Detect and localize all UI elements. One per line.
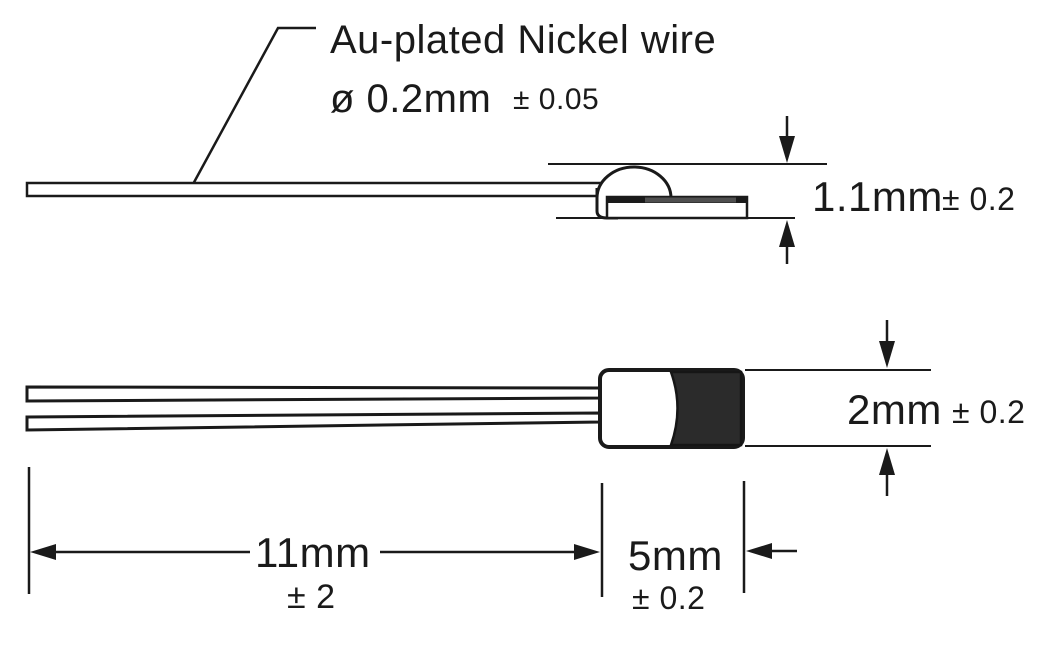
dim-body-length-tolerance: ± 0.2 bbox=[632, 580, 706, 616]
dim-arrow-right bbox=[574, 544, 600, 560]
dim-lead-length-value: 11mm bbox=[255, 529, 371, 576]
dim-arrow-down bbox=[779, 136, 795, 163]
plan-view bbox=[25, 320, 931, 496]
sensor-body-coating bbox=[669, 370, 743, 447]
dim-bead-height-tolerance: ± 0.2 bbox=[942, 181, 1016, 217]
glass-bead-dome bbox=[595, 165, 673, 199]
lead-wire-1 bbox=[25, 385, 602, 403]
callout-label-line1: Au-plated Nickel wire bbox=[330, 18, 717, 62]
dim-body-width-tolerance: ± 0.2 bbox=[952, 394, 1026, 430]
side-view bbox=[25, 26, 827, 264]
dim-arrow-left bbox=[30, 544, 56, 560]
dim-arrow-down bbox=[879, 341, 895, 368]
dim-arrow-up bbox=[779, 220, 795, 247]
lead-wire-side bbox=[25, 181, 604, 198]
dim-11mm-line bbox=[30, 544, 600, 560]
callout-label-diameter: ø 0.2mm bbox=[330, 77, 492, 121]
dim-1-1mm-arrows bbox=[779, 116, 795, 264]
dim-arrow-left bbox=[746, 543, 772, 559]
callout-label-diameter-tolerance: ± 0.05 bbox=[513, 83, 600, 116]
dim-body-length-value: 5mm bbox=[628, 532, 723, 579]
bottom-dimensions bbox=[27, 467, 797, 597]
dim-body-width-value: 2mm bbox=[847, 386, 942, 433]
dim-bead-height-value: 1.1mm bbox=[812, 173, 943, 220]
dim-2mm-arrows bbox=[879, 320, 895, 496]
lead-wire-2 bbox=[25, 411, 602, 432]
dim-arrow-up bbox=[879, 448, 895, 475]
glass-bead-fill bbox=[597, 167, 671, 198]
dim-5mm-line bbox=[746, 543, 797, 559]
dim-lead-length-tolerance: ± 2 bbox=[287, 578, 336, 616]
callout-leader-line bbox=[190, 26, 316, 187]
